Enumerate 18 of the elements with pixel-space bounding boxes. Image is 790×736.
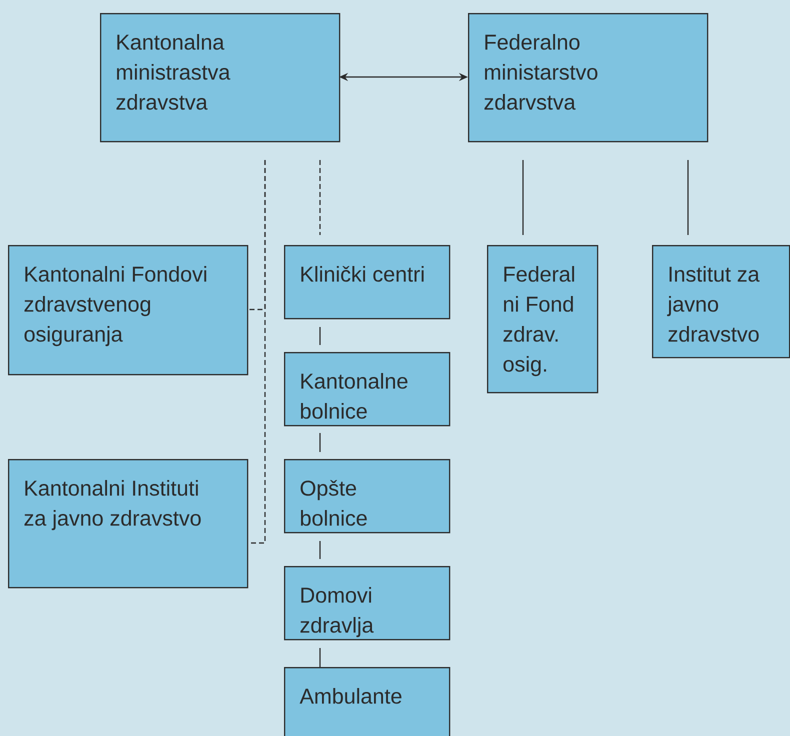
org-box: Institut za javno zdravstvo bbox=[652, 245, 790, 358]
connector-line bbox=[319, 160, 321, 235]
org-box: Ambulante bbox=[284, 667, 450, 736]
org-box: Opšte bolnice bbox=[284, 459, 450, 534]
org-box: Federal ni Fond zdrav. osig. bbox=[487, 245, 598, 394]
org-box: Kantonalne bolnice bbox=[284, 352, 450, 426]
org-box: Klinički centri bbox=[284, 245, 450, 320]
connector-line bbox=[319, 433, 321, 452]
org-box: Federalno ministarstvo zdarvstva bbox=[468, 13, 708, 142]
connector-line bbox=[319, 327, 321, 345]
connector-line bbox=[687, 160, 689, 235]
org-box: Kantonalni Fondovi zdravstvenog osiguranja bbox=[8, 245, 248, 376]
connector-line bbox=[319, 648, 321, 667]
org-box: Kantonalni Instituti za javno zdravstvo bbox=[8, 459, 248, 588]
org-box: Domovi zdravlja bbox=[284, 566, 450, 640]
connector-line bbox=[522, 160, 524, 235]
org-box: Kantonalna ministrastva zdravstva bbox=[100, 13, 340, 142]
connector-line bbox=[319, 541, 321, 559]
